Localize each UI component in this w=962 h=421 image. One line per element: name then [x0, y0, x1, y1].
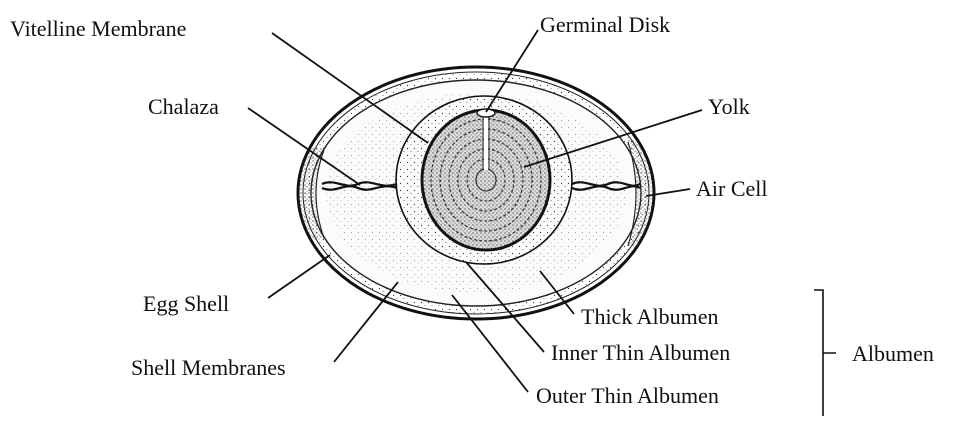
- label-air-cell: Air Cell: [696, 178, 768, 200]
- label-inner-thin-albumen: Inner Thin Albumen: [551, 342, 730, 364]
- label-yolk: Yolk: [708, 96, 750, 118]
- label-vitelline-membrane: Vitelline Membrane: [10, 18, 186, 40]
- leader-shell-membranes: [334, 282, 398, 362]
- label-egg-shell: Egg Shell: [143, 293, 229, 315]
- label-chalaza: Chalaza: [148, 96, 219, 118]
- germinal-disk: [477, 109, 495, 117]
- label-thick-albumen: Thick Albumen: [581, 306, 718, 328]
- label-albumen: Albumen: [852, 343, 934, 365]
- yolk: [422, 110, 550, 250]
- label-outer-thin-albumen: Outer Thin Albumen: [536, 385, 719, 407]
- label-germinal-disk: Germinal Disk: [540, 14, 670, 36]
- label-shell-membranes: Shell Membranes: [131, 357, 286, 379]
- leader-egg-shell: [268, 255, 330, 298]
- albumen-bracket: [814, 290, 836, 416]
